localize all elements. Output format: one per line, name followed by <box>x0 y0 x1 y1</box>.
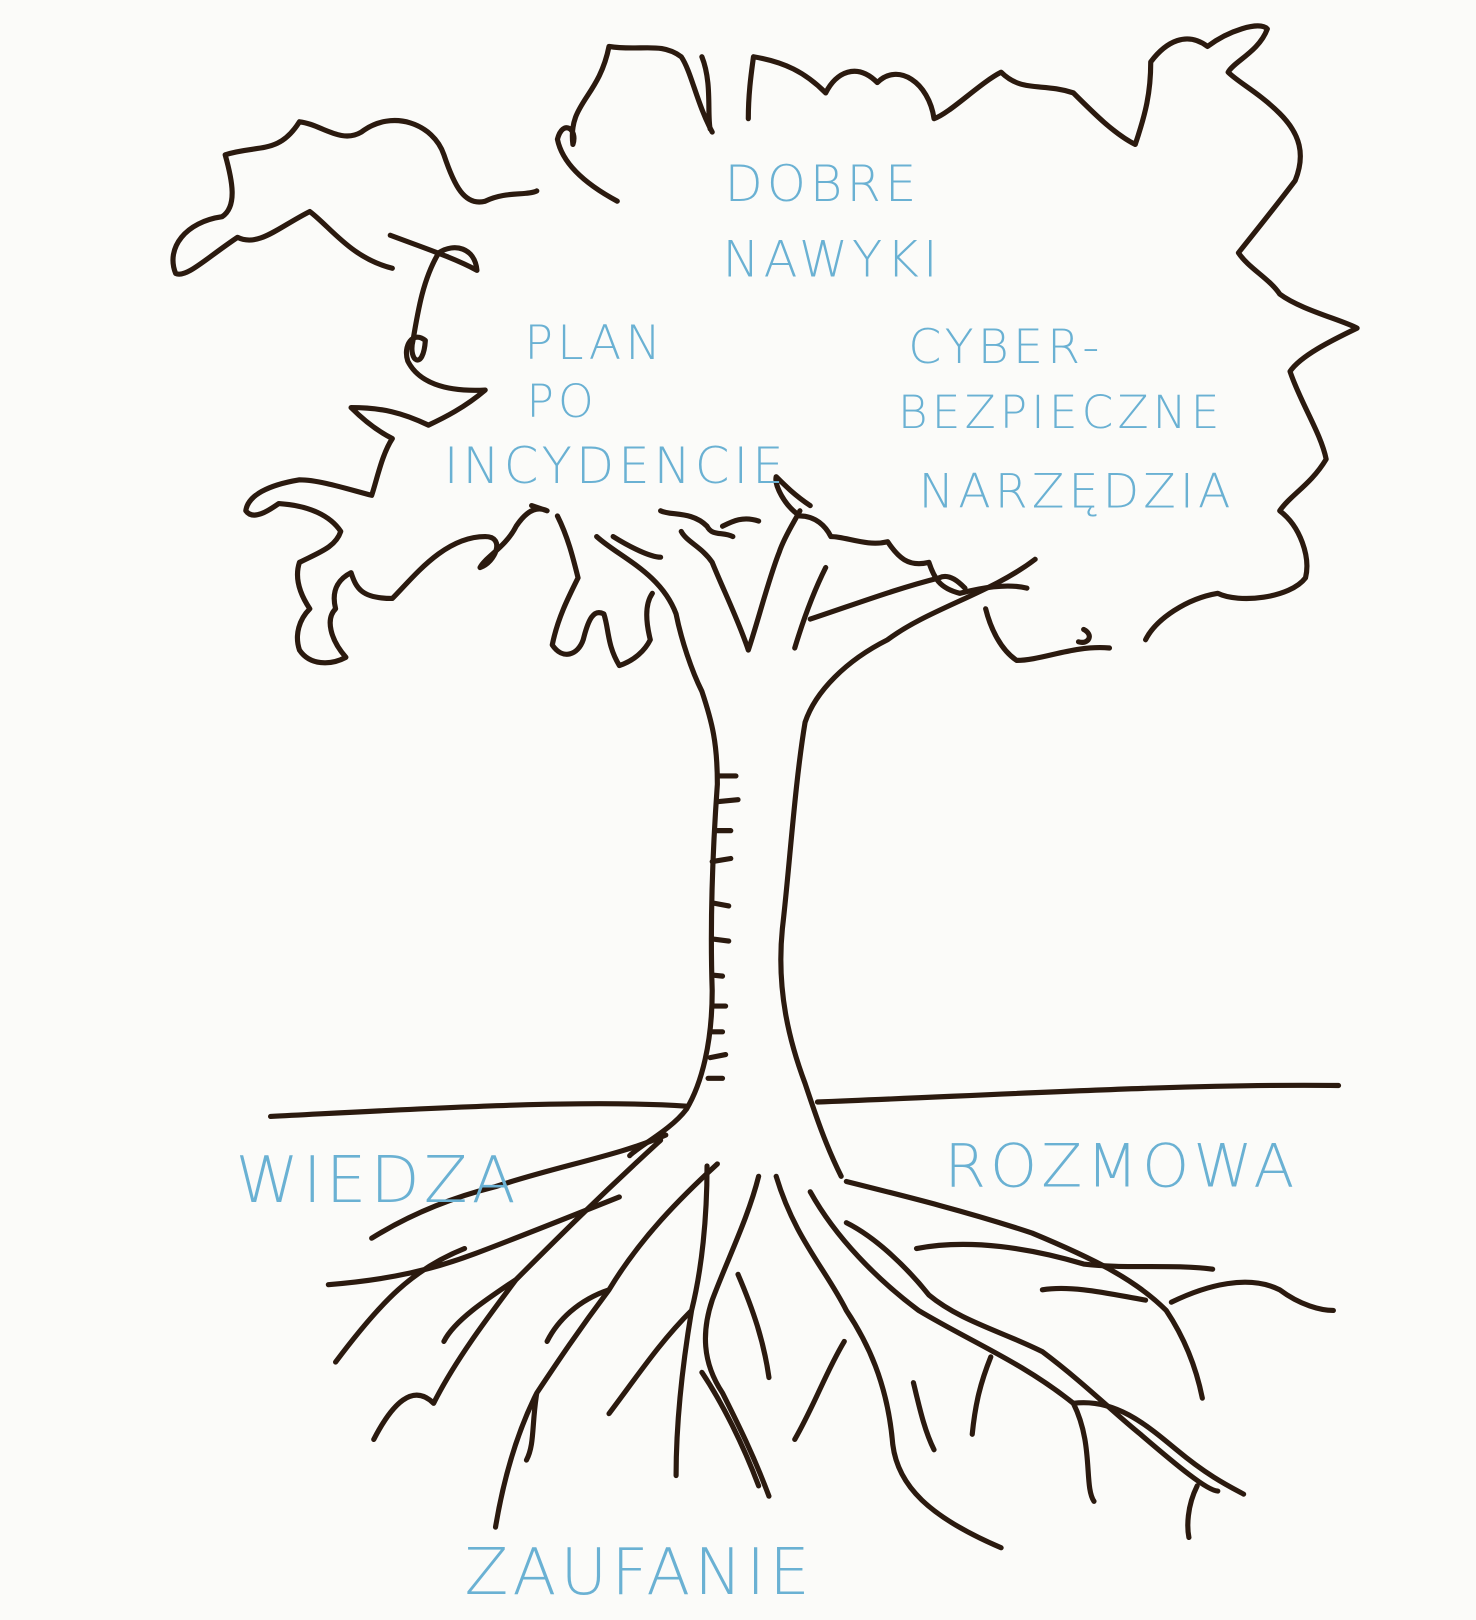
ground-lines <box>267 1082 1342 1120</box>
canopy-outline <box>170 23 1360 669</box>
label-good-habits-2: NAWYKI <box>723 231 942 289</box>
label-trust: ZAUFANIE <box>465 1536 814 1610</box>
label-knowledge: WIEDZA <box>235 1144 519 1218</box>
label-secure-tools-3: NARZĘDZIA <box>919 465 1235 520</box>
labels: DOBRE NAWYKI PLAN PO INCYDENCIE CYBER- B… <box>235 155 1298 1610</box>
trunk-and-branches <box>594 508 1038 1179</box>
label-incident-plan-1: PLAN <box>524 316 665 371</box>
label-conversation: ROZMOWA <box>944 1132 1298 1202</box>
label-incident-plan-2: PO <box>526 375 597 428</box>
label-secure-tools-2: BEZPIECZNE <box>898 386 1224 439</box>
label-good-habits-1: DOBRE <box>725 155 921 213</box>
label-incident-plan-3: INCYDENCIE <box>444 437 788 495</box>
label-secure-tools-1: CYBER- <box>908 320 1103 375</box>
roots <box>325 1132 1336 1551</box>
